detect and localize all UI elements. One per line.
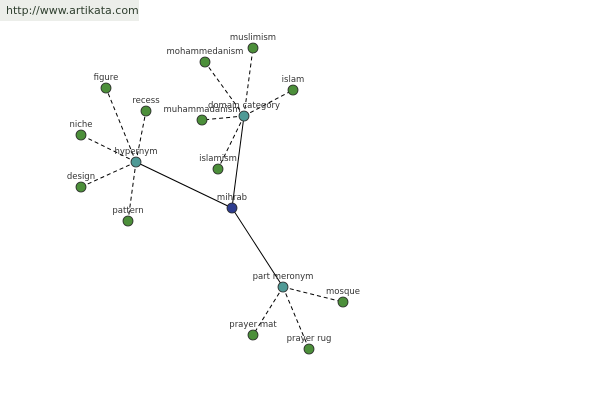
label-part-meronym: part meronym [253, 272, 314, 282]
label-niche: niche [69, 120, 92, 130]
edge-part-meronym-prayer-mat [252, 286, 284, 336]
nodes [75, 42, 349, 355]
edge-hypernym-recess [135, 110, 147, 163]
edge-part-meronym-prayer-rug [282, 286, 310, 350]
label-mihrab: mihrab [217, 193, 247, 203]
node-recess[interactable] [140, 105, 152, 117]
label-muslimism: muslimism [230, 33, 276, 43]
node-prayer-mat[interactable] [247, 329, 259, 341]
edge-hypernym-figure [105, 87, 137, 163]
node-mohammedanism[interactable] [199, 56, 211, 68]
label-islamism: islamism [199, 154, 237, 164]
node-part-meronym[interactable] [277, 281, 289, 293]
label-mohammedanism: mohammedanism [167, 47, 244, 57]
label-pattern: pattern [112, 206, 143, 216]
label-recess: recess [132, 96, 160, 106]
edge-domain-category-islamism [217, 115, 245, 170]
node-figure[interactable] [100, 82, 112, 94]
label-islam: islam [282, 75, 305, 85]
edge-hypernym-niche [80, 134, 137, 163]
label-mosque: mosque [326, 287, 360, 297]
label-hypernym: hypernym [114, 147, 157, 157]
node-prayer-rug[interactable] [303, 343, 315, 355]
label-domain-category: domain category [208, 101, 280, 111]
node-hypernym[interactable] [130, 156, 142, 168]
edge-part-meronym-mosque [282, 286, 344, 303]
node-muslimism[interactable] [247, 42, 259, 54]
edge-domain-category-muhammadanism [201, 115, 245, 121]
node-niche[interactable] [75, 129, 87, 141]
edge-hypernym-design [80, 161, 137, 188]
label-prayer-rug: prayer rug [287, 334, 332, 344]
url-banner: http://www.artikata.com [0, 0, 139, 21]
label-prayer-mat: prayer mat [229, 320, 277, 330]
edge-mihrab-domain-category [231, 115, 245, 209]
node-muhammadanism[interactable] [196, 114, 208, 126]
edge-mihrab-hypernym [135, 161, 233, 209]
label-design: design [67, 172, 95, 182]
node-mihrab[interactable] [226, 202, 238, 214]
labels: figure recess niche design pattern hypernym mo… [67, 33, 360, 344]
edges [80, 47, 344, 350]
edge-mihrab-part-meronym [231, 207, 284, 288]
source-url-link[interactable]: http://www.artikata.com [6, 4, 139, 17]
node-pattern[interactable] [122, 215, 134, 227]
node-islam[interactable] [287, 84, 299, 96]
edge-hypernym-pattern [127, 161, 137, 222]
node-mosque[interactable] [337, 296, 349, 308]
label-figure: figure [94, 73, 119, 83]
node-domain-category[interactable] [238, 110, 250, 122]
edge-domain-category-islam [243, 89, 294, 117]
node-design[interactable] [75, 181, 87, 193]
edge-domain-category-muslimism [243, 47, 254, 117]
node-islamism[interactable] [212, 163, 224, 175]
label-muhammadanism: muhammadanism [163, 105, 240, 115]
